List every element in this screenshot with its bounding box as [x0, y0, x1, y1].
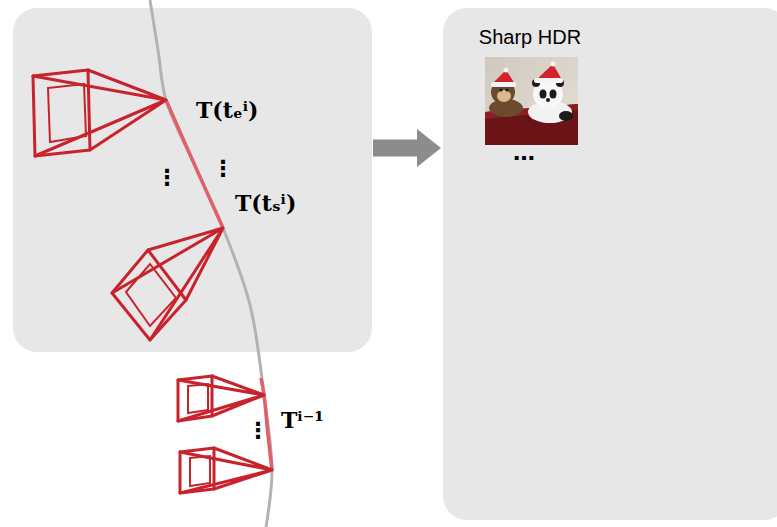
photo-bench-top — [485, 104, 578, 119]
panda-nose — [546, 98, 550, 102]
output-panel: Sharp HDR — [443, 8, 777, 520]
panda-ear — [532, 79, 540, 87]
monkey-hat — [492, 70, 515, 84]
frustum-base — [33, 70, 90, 156]
monkey-hat-pom — [504, 68, 509, 73]
panda-paw — [559, 111, 573, 121]
text-slot: ⋮ — [156, 165, 178, 190]
block-arrow — [373, 129, 441, 167]
monkey-head — [491, 80, 515, 104]
text-slot: T(tₛⁱ) — [235, 191, 296, 216]
panda-eye-patch — [550, 90, 557, 99]
camera-frustum — [180, 448, 272, 493]
camera-frustums — [33, 70, 272, 493]
text-slot: T(tₑⁱ) — [196, 98, 258, 123]
photo-bench — [485, 104, 578, 145]
arrow-head — [417, 129, 441, 167]
camera-frustum — [33, 70, 166, 156]
camera-trajectory — [150, 0, 272, 527]
panda-body — [528, 101, 572, 123]
text-slot: … — [513, 140, 535, 165]
pose-label: Tⁱ⁻¹ — [281, 408, 324, 433]
monkey-hat-brim — [491, 82, 516, 87]
panda-eye-patch — [540, 90, 547, 99]
panda-hat-pom — [551, 62, 556, 67]
panda-head — [533, 79, 563, 109]
frustum-edges — [180, 448, 272, 493]
ellipsis-mark: ⋮ — [212, 156, 234, 181]
frustum-base — [178, 376, 212, 421]
trajectory-curve — [150, 0, 272, 527]
ellipsis-mark: ⋮ — [156, 165, 178, 190]
pose-label: T(tₑⁱ) — [196, 98, 258, 123]
text-slot: ⋮ — [212, 156, 234, 181]
frustum-inner — [188, 384, 208, 413]
pose-label: T(tₛⁱ) — [235, 191, 296, 216]
panda-hat-brim — [534, 78, 563, 83]
panel-heading: Sharp HDR — [479, 26, 581, 49]
panda-ear — [556, 79, 564, 87]
ellipsis-mark: … — [513, 140, 535, 165]
frustum-edges — [33, 70, 166, 156]
camera-frustum — [178, 376, 264, 421]
ellipsis-mark: ⋮ — [247, 418, 269, 443]
hdr-photo — [485, 57, 578, 145]
frustum-edges — [112, 228, 223, 340]
text-slot: Sharp HDR — [479, 26, 581, 49]
monkey-face — [497, 90, 511, 102]
frustum-edges — [178, 376, 264, 421]
frustum-base — [180, 448, 214, 493]
monkey-body — [489, 99, 523, 117]
exposure-segment — [166, 100, 223, 228]
camera-frustum — [112, 228, 223, 340]
trajectory-panel: T(tₑⁱ)⋮T(tₛⁱ) — [13, 8, 372, 352]
frustum-inner — [48, 84, 86, 142]
text-slot: ⋮ — [247, 418, 269, 443]
frustum-inner — [126, 264, 176, 326]
arrow-shaft — [373, 140, 418, 157]
frustum-inner — [190, 456, 210, 486]
monkey-eye — [506, 89, 509, 92]
panda-hat — [535, 64, 562, 81]
frustum-base — [112, 250, 186, 340]
photo-wall — [485, 57, 578, 145]
text-slot: Tⁱ⁻¹ — [281, 408, 324, 433]
monkey-eye — [500, 89, 503, 92]
